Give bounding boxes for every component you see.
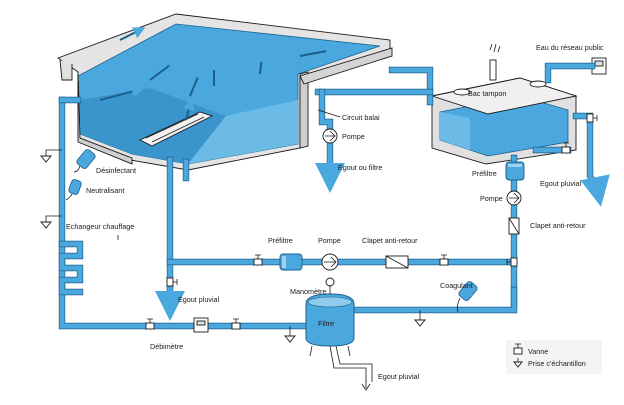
pompe-top bbox=[322, 128, 338, 144]
label-egout-pluvial-right: Egout pluvial bbox=[540, 179, 582, 188]
label-clapet-right: Clapet anti-retour bbox=[530, 221, 586, 230]
label-filtre: Filtre bbox=[318, 319, 334, 328]
label-egout-pluvial-left: Egout pluvial bbox=[178, 295, 220, 304]
label-egout-filtre: Egout ou filtre bbox=[338, 163, 382, 172]
label-prefiltre-mid: Préfiltre bbox=[268, 236, 293, 245]
debitmetre-device bbox=[193, 317, 209, 333]
prefiltre-right bbox=[505, 161, 525, 181]
legend-vanne-label: Vanne bbox=[528, 347, 548, 356]
legend-vanne-icon bbox=[513, 343, 523, 355]
leader-lines bbox=[117, 109, 341, 240]
label-circuit-balai: Circuit balai bbox=[342, 113, 380, 122]
label-prefiltre-right: Préfiltre bbox=[472, 169, 497, 178]
label-egout-pluvial-bottom: Egout pluvial bbox=[378, 372, 420, 381]
pool-basin bbox=[57, 13, 393, 171]
desinfectant-bottle bbox=[73, 149, 96, 173]
legend-box bbox=[506, 340, 602, 374]
bac-tampon-tank bbox=[430, 43, 578, 165]
sample-taps bbox=[40, 149, 426, 343]
filtre-tank bbox=[305, 277, 355, 357]
coagulant-bottle bbox=[456, 281, 478, 313]
prefiltre-mid bbox=[279, 253, 303, 271]
label-pompe-top: Pompe bbox=[342, 132, 365, 141]
label-coagulant: Coagulant bbox=[440, 281, 473, 290]
label-clapet-mid: Clapet anti-retour bbox=[362, 236, 418, 245]
neutralisant-bottle bbox=[65, 179, 82, 201]
label-neutralisant: Neutralisant bbox=[86, 186, 124, 195]
clapet-right bbox=[508, 217, 520, 235]
label-desinfectant: Désinfectant bbox=[96, 166, 136, 175]
pipework bbox=[58, 62, 601, 382]
pompe-right bbox=[506, 190, 522, 206]
label-bac-tampon: Bac tampon bbox=[468, 89, 506, 98]
vanne-valves bbox=[145, 113, 598, 330]
legend-prise-label: Prise c'échantillon bbox=[528, 359, 586, 368]
label-echangeur: Echangeur chauffage bbox=[66, 222, 134, 231]
label-pompe-mid: Pompe bbox=[318, 236, 341, 245]
label-manometre: Manomètre bbox=[290, 287, 326, 296]
label-pompe-right: Pompe bbox=[480, 194, 503, 203]
legend-prise-icon bbox=[513, 358, 523, 368]
drain-arrows bbox=[155, 163, 610, 391]
label-eau-reseau: Eau du réseau public bbox=[536, 43, 604, 52]
label-debitmetre: Débimètre bbox=[150, 342, 183, 351]
clapet-mid bbox=[385, 255, 409, 269]
pompe-mid bbox=[321, 253, 339, 271]
